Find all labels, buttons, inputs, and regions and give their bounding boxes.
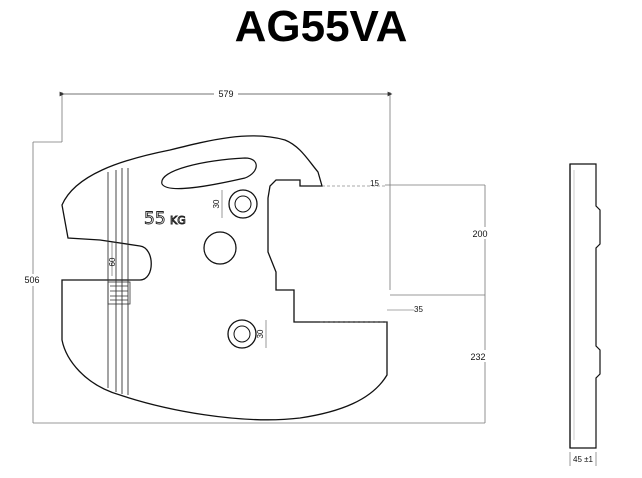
dimension-bottom-height-label: 232 [470, 352, 485, 362]
dimension-notch-top-label: 15 [370, 179, 379, 188]
dimension-notch-bottom: 35 [320, 305, 423, 323]
page-title: AG55VA [234, 2, 408, 51]
dimension-slot-height: 60 [108, 242, 117, 276]
dimension-height: 506 [20, 274, 44, 286]
hole-top-dimension: 30 [212, 199, 221, 208]
hole-top: 30 [212, 189, 258, 219]
engraved-weight-number: 55 [144, 209, 166, 229]
dimension-height-label: 506 [24, 275, 39, 285]
weight-body [61, 135, 388, 421]
hole-centre [203, 231, 237, 265]
dimension-hook-spacing-label: 200 [472, 229, 487, 239]
dimension-notch-top: 15 [322, 179, 385, 188]
side-view [569, 163, 601, 449]
hole-bottom: 30 [227, 319, 267, 349]
dimension-thickness-label: 45 ±1 [573, 455, 594, 464]
dimension-width-label: 579 [218, 89, 233, 99]
threaded-rod [107, 281, 131, 305]
dimension-width: 579 [59, 88, 393, 100]
engraved-weight: 55 KG [144, 209, 187, 230]
dimension-notch-bottom-label: 35 [414, 305, 423, 314]
groove-lines [107, 168, 129, 395]
dimension-bottom-height: 232 [466, 350, 494, 362]
dimension-slot-height-label: 60 [108, 257, 117, 266]
hole-bottom-dimension: 30 [256, 329, 265, 338]
engraved-weight-unit: KG [170, 214, 186, 227]
carry-slot [161, 157, 257, 190]
dimension-hook-spacing: 200 [470, 227, 498, 239]
dimension-thickness: 45 ±1 [569, 452, 597, 466]
